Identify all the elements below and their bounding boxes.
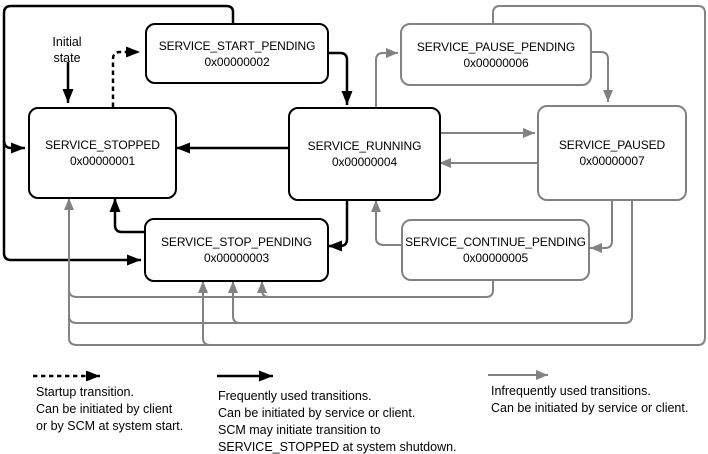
legend-line: SERVICE_STOPPED at system shutdown. [218,440,457,454]
state-name: SERVICE_PAUSE_PENDING [416,39,576,54]
legend-frequent-transitions: Frequently used transitions. Can be init… [218,388,457,454]
arrow-continue-pending-to-running [371,200,401,246]
state-code: 0x00000003 [203,251,270,265]
legend-line: Can be initiated by service or client. [218,406,416,420]
legend-line: Infrequently used transitions. [491,384,651,398]
arrow-stopped-to-start-pending-dashed [111,46,140,107]
bus-paused-line [68,197,633,324]
arrow-pause-pending-to-paused [588,51,613,102]
legend-line: Can be initiated by client [36,402,173,416]
arrow-start-pending-to-running [325,51,353,105]
legend-line: or by SCM at system start. [36,419,184,433]
initial-state-line1: Initial [52,35,82,49]
initial-state-line2: state [53,51,81,65]
wrap-pause-pending-to-stopped [64,5,706,346]
state-service-start-pending: SERVICE_START_PENDING 0x00000002 [145,23,329,84]
state-code: 0x00000004 [331,155,398,169]
state-service-running: SERVICE_RUNNING 0x00000004 [288,107,441,201]
state-service-paused: SERVICE_PAUSED 0x00000007 [537,105,687,201]
legend-infrequent-transitions: Infrequently used transitions. Can be in… [491,383,688,417]
legend-line: Startup transition. [36,385,134,399]
state-name: SERVICE_STOP_PENDING [161,235,312,249]
state-service-pause-pending: SERVICE_PAUSE_PENDING 0x00000006 [400,23,592,86]
branch-bus2-to-stop-pending [228,281,241,324]
arrow-paused-to-continue-pending [590,197,613,253]
state-name: SERVICE_START_PENDING [158,38,316,53]
legend-line: Frequently used transitions. [218,389,372,403]
state-code: 0x00000002 [204,54,270,69]
state-code: 0x00000005 [462,251,529,265]
state-code: 0x00000006 [463,55,529,70]
state-name: SERVICE_STOPPED [45,138,160,152]
arrow-running-to-pause-pending [375,48,398,107]
trunk-start-pending-to-stop-pending [2,4,235,266]
bus-continue-pending-line [68,277,494,298]
state-code: 0x00000001 [69,154,136,168]
arrow-stop-pending-to-stopped [109,198,144,234]
state-service-stop-pending: SERVICE_STOP_PENDING 0x00000003 [144,218,329,282]
state-code: 0x00000007 [579,154,645,168]
state-name: SERVICE_CONTINUE_PENDING [405,235,586,249]
state-service-continue-pending: SERVICE_CONTINUE_PENDING 0x00000005 [401,219,590,281]
state-service-stopped: SERVICE_STOPPED 0x00000001 [28,107,177,199]
state-name: SERVICE_PAUSED [558,138,666,152]
initial-state-label: Initial state [42,34,92,66]
state-name: SERVICE_RUNNING [307,139,422,153]
arrow-running-to-stop-pending [328,197,349,252]
legend-startup-transition: Startup transition. Can be initiated by … [36,384,183,435]
branch-wrap-to-stop-pending [198,281,211,346]
branch-trunk-to-stopped [2,139,25,154]
legend-line: SCM may initiate transition to [218,423,381,437]
branch-bus1-to-stop-pending [257,281,270,298]
legend-line: Can be initiated by service or client. [491,401,689,415]
